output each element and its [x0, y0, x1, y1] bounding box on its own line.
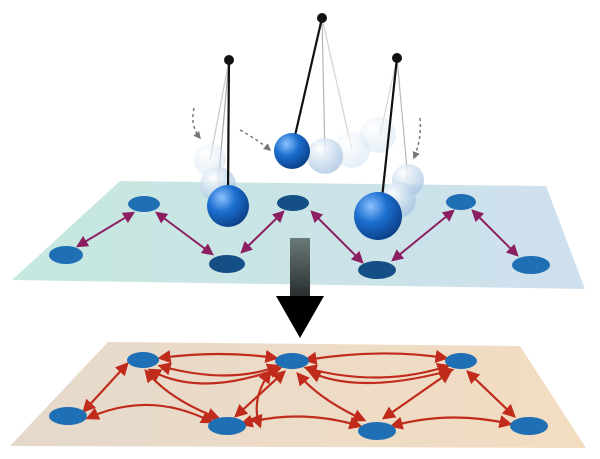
- swing-direction-left-icon: [192, 107, 201, 140]
- pivot-middle: [317, 13, 327, 23]
- upper-nodes: [49, 194, 550, 279]
- lower-coupling-14: [389, 415, 513, 430]
- lower-coupling-9: [296, 371, 367, 422]
- upper-couplings: [75, 209, 519, 264]
- upper-node-7: [512, 256, 550, 274]
- lower-node-3: [208, 417, 246, 435]
- upper-coupling-3: [240, 210, 285, 254]
- upper-coupling-2: [155, 211, 214, 256]
- lower-node-5: [358, 422, 396, 440]
- lower-node-1: [49, 407, 87, 425]
- lower-coupling-13: [381, 370, 453, 420]
- lower-node-7: [510, 417, 548, 435]
- pivot-right: [392, 53, 402, 63]
- upper-coupling-4: [310, 210, 364, 264]
- upper-node-5: [358, 261, 396, 279]
- upper-coupling-5: [391, 209, 455, 262]
- transform-arrow-icon: [276, 238, 324, 338]
- upper-coupling-6: [471, 209, 519, 257]
- lower-node-6: [445, 353, 477, 369]
- lower-coupling-16: [250, 369, 272, 429]
- pendulum-middle: [239, 13, 370, 174]
- upper-node-4: [277, 195, 309, 211]
- pendulum-left: [192, 55, 249, 227]
- upper-node-6: [446, 194, 476, 210]
- lower-couplings: [82, 349, 516, 430]
- swing-direction-middle-icon: [239, 129, 272, 151]
- upper-coupling-1: [75, 211, 136, 248]
- pendulum-right: [354, 53, 424, 240]
- upper-node-3: [209, 255, 245, 273]
- lower-nodes: [49, 352, 548, 440]
- lower-coupling-4: [157, 349, 279, 364]
- upper-node-1: [49, 246, 83, 264]
- pivot-left: [224, 55, 234, 65]
- pendulums: [192, 13, 424, 240]
- lower-coupling-15: [466, 370, 516, 418]
- lower-node-2: [127, 352, 159, 368]
- lower-node-4: [275, 353, 309, 369]
- swing-direction-right-icon: [412, 117, 422, 160]
- lower-coupling-1: [82, 362, 129, 413]
- upper-node-2: [128, 196, 160, 212]
- lower-coupling-10: [303, 349, 449, 365]
